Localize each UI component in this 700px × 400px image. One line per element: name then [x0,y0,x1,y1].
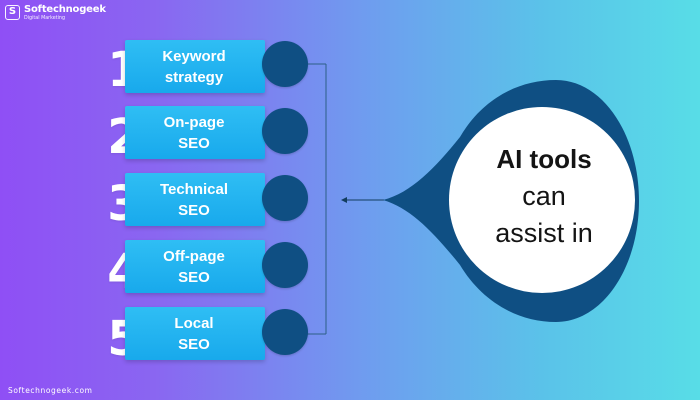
step-4-card: Off-page SEO [125,240,265,293]
step-4-label-line1: Off-page [163,248,225,265]
step-4-marker [262,242,308,288]
step-4-label: Off-page SEO [125,246,263,288]
step-5-label: Local SEO [125,313,263,355]
step-3-label: Technical SEO [125,179,263,221]
s-badge-icon: S [5,5,20,20]
callout-line-3: assist in [495,218,593,248]
step-2-card: On-page SEO [125,106,265,159]
callout-inner-circle [449,107,635,293]
step-1-card: Keyword strategy [125,40,265,93]
step-5-card: Local SEO [125,307,265,360]
callout-text: AI tools can assist in [474,141,614,261]
step-2-label: On-page SEO [125,112,263,154]
step-5-label-line1: Local [174,315,214,332]
step-1-label: Keyword strategy [125,46,263,88]
callout-line-2: can [522,181,566,211]
step-3-label-line2: SEO [178,202,210,219]
step-5-marker [262,309,308,355]
step-1-label-line1: Keyword [162,48,226,65]
brand-tagline: Digital Marketing [24,16,65,21]
step-1-label-line2: strategy [164,69,224,86]
left-arrow-icon [341,197,347,203]
callout-line-1: AI tools [496,144,592,174]
step-2-marker [262,108,308,154]
brand-name: Softechnogeek [24,4,106,15]
step-3-card: Technical SEO [125,173,265,226]
ai-tools-callout-bubble [383,80,639,322]
step-2-label-line2: SEO [178,135,210,152]
step-4-label-line2: SEO [178,269,210,286]
step-3-label-line1: Technical [159,181,229,198]
brand-logo: S Softechnogeek Digital Marketing [5,4,106,26]
site-url: Softechnogeek.com [8,386,93,395]
step-3-marker [262,175,308,221]
step-1-marker [262,41,308,87]
step-2-label-line1: On-page [163,114,225,131]
step-5-label-line2: SEO [178,336,210,353]
